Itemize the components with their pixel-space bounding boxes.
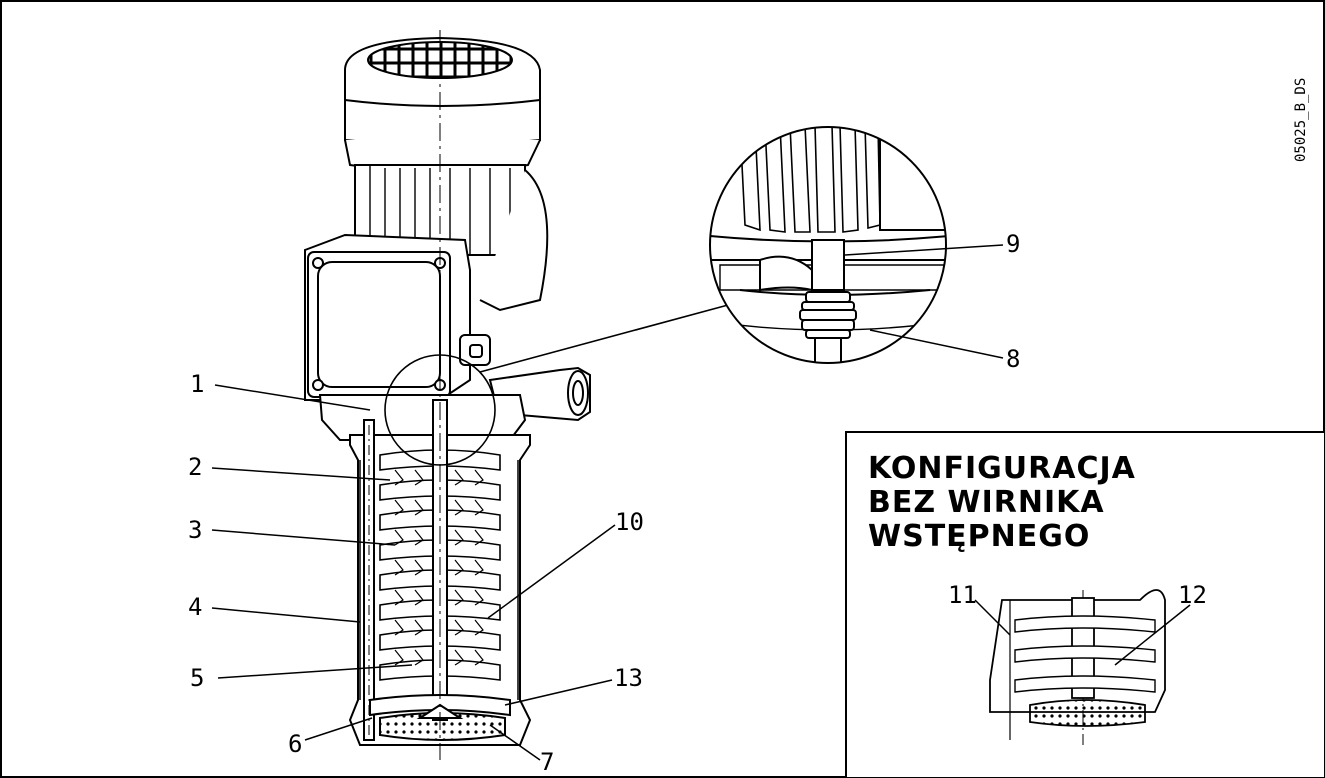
callout-5: 5 — [190, 664, 204, 692]
callout-6: 6 — [288, 730, 302, 758]
callout-7: 7 — [540, 748, 554, 776]
callout-9: 9 — [1006, 230, 1020, 258]
callout-10: 10 — [615, 508, 644, 536]
inset-title-line-2: BEZ WIRNIKA — [868, 485, 1105, 520]
callout-12: 12 — [1178, 581, 1207, 609]
detail-marker-circle — [384, 354, 496, 466]
inset-title-line-1: KONFIGURACJA — [868, 451, 1136, 486]
callout-1: 1 — [190, 370, 204, 398]
callout-13: 13 — [614, 664, 643, 692]
inset-pump-section — [989, 589, 1166, 745]
callout-3: 3 — [188, 516, 202, 544]
detail-leader-line — [479, 304, 729, 373]
inset-title: KONFIGURACJA BEZ WIRNIKA WSTĘPNEGO — [868, 452, 1318, 554]
inset-title-line-3: WSTĘPNEGO — [868, 519, 1091, 554]
callout-8: 8 — [1006, 345, 1020, 373]
callout-4: 4 — [188, 593, 202, 621]
detail-zoom — [709, 126, 947, 364]
drawing-code: 05025_B_DS — [1293, 78, 1309, 162]
callout-2: 2 — [188, 453, 202, 481]
leader-lines — [211, 244, 1191, 761]
callout-11: 11 — [948, 581, 977, 609]
